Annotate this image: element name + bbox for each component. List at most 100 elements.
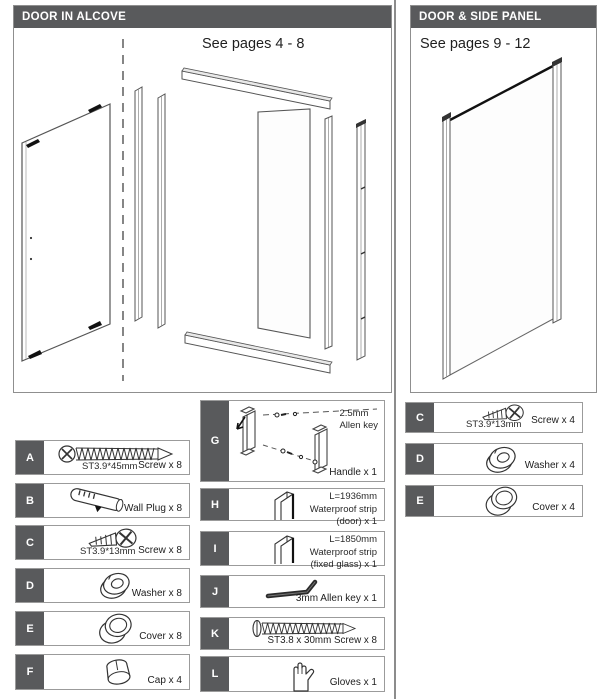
- panel-title-bar: DOOR IN ALCOVE: [14, 6, 391, 28]
- waterproof-strip-icon: [274, 491, 295, 520]
- part-count-label: 3mm Allen key x 1: [295, 593, 377, 604]
- part-body: Wall Plug x 8: [44, 484, 189, 517]
- cover-icon: [485, 486, 518, 516]
- part-desc: Waterproof strip: [309, 546, 377, 558]
- section-divider: [394, 0, 396, 699]
- door-clip-icon: [28, 350, 42, 359]
- part-spec: ST3.9*13mm: [80, 546, 136, 557]
- part-body: 2.5mm Allen key Handle x 1: [229, 401, 384, 481]
- part-row-j: J 3mm Allen key x 1: [200, 575, 385, 608]
- part-count-label: Washer x 4: [524, 460, 575, 471]
- part-body: Cover x 4: [434, 486, 582, 516]
- part-letter: E: [406, 486, 434, 516]
- part-letter: C: [406, 403, 434, 432]
- short-screw-icon: [482, 404, 524, 422]
- part-count-label: (fixed glass) x 1: [310, 559, 377, 570]
- part-label: ST3.8 x 30mm Screw x 8: [268, 635, 377, 646]
- door-side-panel: DOOR & SIDE PANEL See pages 9 - 12: [410, 5, 597, 393]
- part-row-l: L Gloves x 1: [200, 656, 385, 692]
- part-letter: K: [201, 618, 229, 649]
- part-spec: ST3.8 x 30mm: [267, 635, 332, 646]
- door-clip-icon: [88, 321, 102, 330]
- wall-profiles: [134, 86, 166, 329]
- door-clip-icon: [88, 104, 102, 113]
- side-profiles: [442, 57, 562, 380]
- part-count-label: Wall Plug x 8: [124, 503, 182, 514]
- panel-title: DOOR IN ALCOVE: [22, 11, 127, 23]
- part-row-a: A ST3.9*45mm Screw x 8: [15, 440, 190, 475]
- allen-key-icon: [265, 579, 318, 599]
- long-screw-icon: [58, 445, 174, 463]
- part-spec: L=1936mm: [329, 491, 377, 502]
- part-letter: L: [201, 657, 229, 691]
- part-spec: ST3.9*13mm: [466, 419, 522, 430]
- part-body: Gloves x 1: [229, 657, 384, 692]
- part-row-i: I L=1850mm Waterproof strip (fixed glass…: [200, 531, 385, 570]
- gloves-icon: [293, 662, 315, 692]
- short-screw-icon: [88, 528, 137, 548]
- part-count-label: Screw x 8: [138, 460, 182, 471]
- see-pages-text: See pages 4 - 8: [202, 36, 305, 52]
- part-count-label: Screw x 4: [531, 415, 575, 426]
- strip-text: L=1850mm Waterproof strip (fixed glass) …: [310, 534, 377, 572]
- part-row-right-e: E Cover x 4: [405, 485, 583, 517]
- washer-icon: [100, 572, 130, 599]
- part-row-c: C ST3.9*13mm Screw x 8: [15, 525, 190, 560]
- strip-text: L=1936mm Waterproof strip (door) x 1: [310, 491, 377, 529]
- part-count-label: Cover x 8: [139, 631, 182, 642]
- part-body: ST3.9*13mm Screw x 8: [44, 526, 189, 559]
- part-body: Cover x 8: [44, 612, 189, 645]
- part-count-label: Cap x 4: [147, 675, 182, 686]
- part-body: ST3.9*45mm Screw x 8: [44, 441, 189, 474]
- part-letter: C: [16, 526, 44, 559]
- part-body: ST3.8 x 30mm Screw x 8: [229, 618, 384, 649]
- part-letter: I: [201, 532, 229, 565]
- part-spec: ST3.9*45mm: [82, 461, 138, 472]
- part-row-b: B Wall Plug x 8: [15, 483, 190, 518]
- part-count-label: Cover x 4: [532, 502, 575, 513]
- cap-icon: [106, 659, 131, 685]
- part-count-label: Gloves x 1: [329, 677, 377, 688]
- part-row-d: D Washer x 8: [15, 568, 190, 603]
- side-panel-diagram: [442, 57, 562, 380]
- part-body: Washer x 4: [434, 444, 582, 474]
- part-letter: F: [16, 655, 44, 689]
- part-row-e: E Cover x 8: [15, 611, 190, 646]
- door-clip-icon: [26, 139, 40, 148]
- see-pages-text: See pages 9 - 12: [420, 36, 531, 52]
- part-row-right-d: D Washer x 4: [405, 443, 583, 475]
- glass-bottom-edge: [449, 318, 554, 376]
- part-row-k: K ST3.8 x 30mm Screw x 8: [200, 617, 385, 650]
- part-letter: D: [16, 569, 44, 602]
- bottom-rail: [184, 331, 333, 374]
- fixed-glass: [257, 108, 311, 339]
- annotation-tool: Allen key: [339, 420, 378, 431]
- handle-icon: [236, 406, 378, 474]
- part-body: Washer x 8: [44, 569, 189, 602]
- part-row-g: G: [200, 400, 385, 482]
- part-letter: A: [16, 441, 44, 474]
- part-count-label: Screw x 8: [138, 545, 182, 556]
- allen-key-annotation: 2.5mm Allen key: [339, 408, 378, 432]
- waterproof-strip-icon: [274, 535, 295, 564]
- part-desc: Waterproof strip: [309, 503, 377, 515]
- alcove-exploded-diagram: [21, 39, 366, 381]
- part-letter: E: [16, 612, 44, 645]
- part-letter: J: [201, 576, 229, 607]
- part-letter: D: [406, 444, 434, 474]
- glass-profiles: [324, 115, 366, 361]
- part-count-label: Washer x 8: [131, 588, 182, 599]
- washer-icon: [486, 446, 516, 473]
- door-in-alcove-panel: DOOR IN ALCOVE See pages 4 - 8: [13, 5, 392, 393]
- part-letter: H: [201, 489, 229, 520]
- part-letter: B: [16, 484, 44, 517]
- glass-top-edge: [449, 64, 554, 122]
- annotation-size: 2.5mm: [339, 408, 369, 419]
- long-screw-icon: [252, 620, 357, 637]
- part-row-right-c: C ST3.9*13mm Screw x 4: [405, 402, 583, 433]
- door-glass: [21, 103, 111, 362]
- panel-title: DOOR & SIDE PANEL: [419, 11, 542, 23]
- part-body: Cap x 4: [44, 655, 189, 689]
- part-row-f: F Cap x 4: [15, 654, 190, 690]
